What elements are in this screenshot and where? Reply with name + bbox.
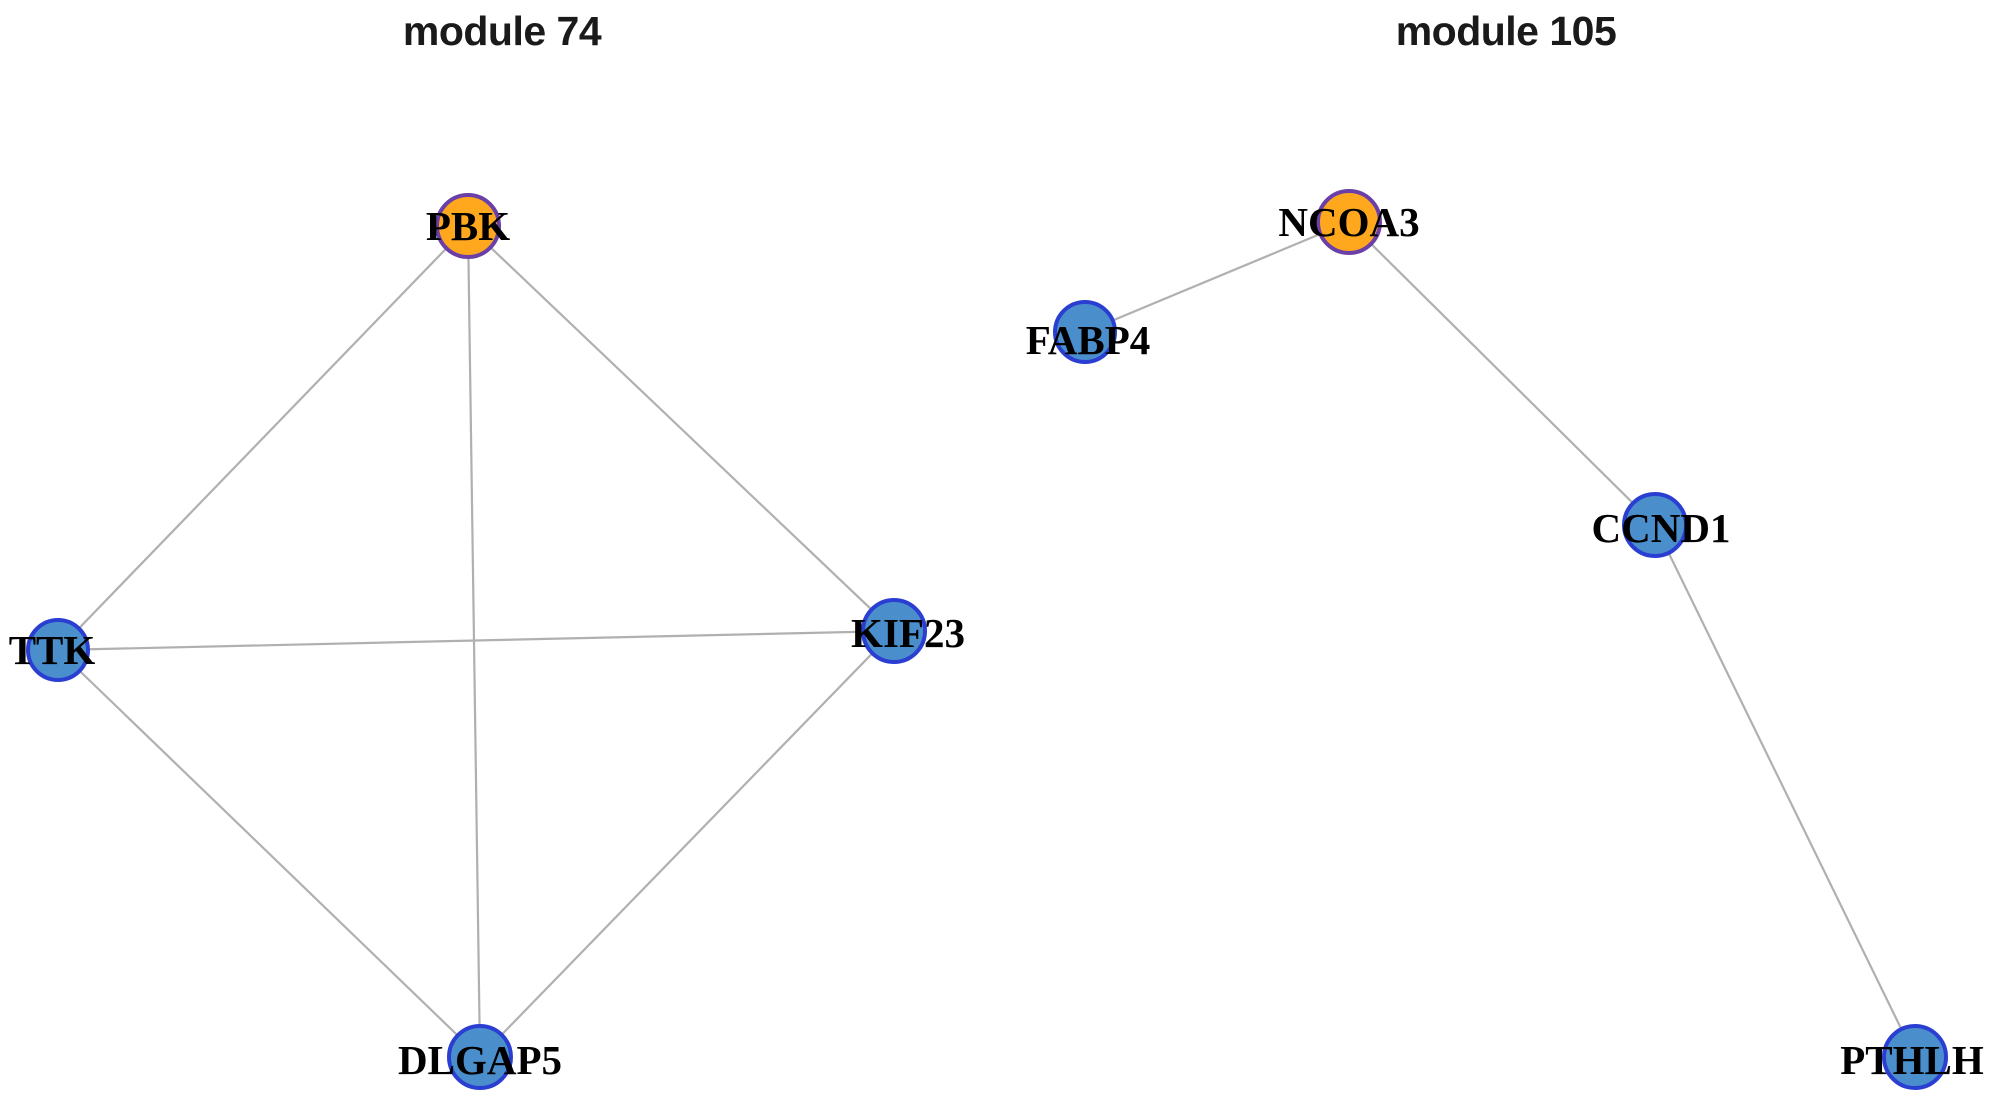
node-label-pthlh: PTHLH: [1840, 1037, 1984, 1083]
node-pbk[interactable]: [435, 193, 501, 259]
node-label-dlgap5: DLGAP5: [398, 1037, 562, 1083]
node-layer: [26, 189, 1948, 1090]
node-ttk[interactable]: [26, 618, 90, 682]
node-label-fabp4: FABP4: [1026, 317, 1151, 363]
node-label-ttk: TTK: [9, 627, 96, 673]
edge-layer: [57, 220, 1916, 1058]
edge-pbk-ttk: [57, 225, 469, 651]
panel-module-105: module 105: [1004, 0, 2008, 1108]
edge-fabp4-ncoa3: [1084, 220, 1350, 334]
node-ccnd1[interactable]: [1622, 492, 1688, 558]
edge-ncoa3-ccnd1: [1348, 221, 1656, 526]
panel-title-module-105: module 105: [1395, 8, 1617, 54]
edge-kif23-dlgap5: [479, 630, 895, 1058]
node-label-pbk: PBK: [426, 203, 510, 249]
edge-ccnd1-pthlh: [1654, 524, 1916, 1058]
edge-pbk-kif23: [467, 225, 895, 632]
node-ncoa3[interactable]: [1316, 189, 1382, 255]
edge-ttk-dlgap5: [57, 649, 481, 1058]
panel-module-74: module 74: [402, 8, 602, 54]
node-label-kif23: KIF23: [851, 610, 965, 656]
node-kif23[interactable]: [861, 598, 927, 664]
node-dlgap5[interactable]: [447, 1024, 513, 1090]
panel-title-module-74: module 74: [402, 8, 602, 54]
node-pthlh[interactable]: [1882, 1024, 1948, 1090]
node-label-ncoa3: NCOA3: [1278, 199, 1419, 245]
node-label-ccnd1: CCND1: [1592, 505, 1731, 551]
edge-ttk-kif23: [57, 629, 895, 652]
node-fabp4[interactable]: [1053, 300, 1117, 364]
